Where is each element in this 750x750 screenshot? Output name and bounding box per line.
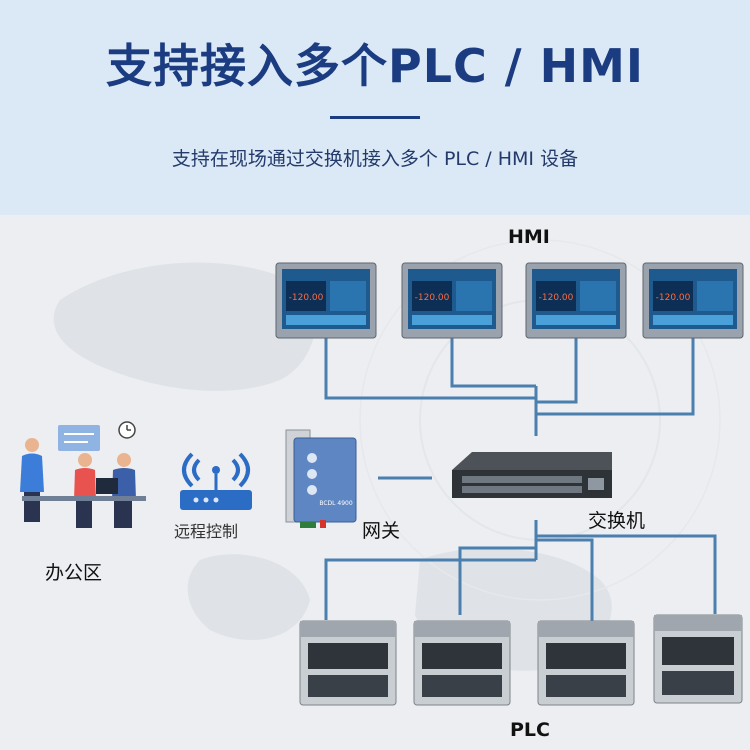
header-band (0, 0, 750, 215)
remote-control-label: 远程控制 (174, 522, 239, 541)
hmi-4-link (536, 338, 695, 416)
hmi-3-link (536, 338, 578, 404)
office-label: 办公区 (45, 562, 103, 584)
page-subtitle: 支持在现场通过交换机接入多个 PLC / HMI 设备 (171, 148, 579, 170)
network-switch (452, 452, 612, 498)
plc-module (413, 620, 511, 706)
gateway-label: 网关 (362, 520, 401, 542)
office-illustration (20, 421, 146, 528)
page-title: 支持接入多个PLC / HMI (105, 39, 644, 93)
hmi-screen-value: -120.00 (656, 293, 691, 303)
plc-module (653, 614, 743, 704)
plc-module (537, 620, 635, 706)
hmi-screen-value: -120.00 (289, 293, 324, 303)
hmi-group-label: HMI (508, 226, 550, 248)
hmi-2-link (450, 338, 536, 388)
wifi-router-icon (180, 452, 252, 510)
hmi-panel: -120.00 (401, 262, 503, 339)
gateway-model-label: BCDL 4900 (319, 500, 353, 507)
gateway-device: BCDL 4900 (285, 429, 357, 528)
plc-group-label: PLC (510, 719, 550, 741)
plc-2-link (458, 546, 536, 615)
hmi-panel: -120.00 (275, 262, 377, 339)
plc-4-link (536, 534, 717, 614)
hmi-screen-value: -120.00 (415, 293, 450, 303)
plc-1-link (324, 558, 536, 620)
plc-module (299, 620, 397, 706)
plc-3-link (536, 538, 594, 622)
hmi-screen-value: -120.00 (539, 293, 574, 303)
network-lines (324, 338, 717, 622)
switch-label: 交换机 (588, 510, 646, 532)
hmi-panel: -120.00 (642, 262, 744, 339)
hmi-panel: -120.00 (525, 262, 627, 339)
title-divider (330, 116, 420, 119)
hmi-1-link (324, 338, 536, 400)
